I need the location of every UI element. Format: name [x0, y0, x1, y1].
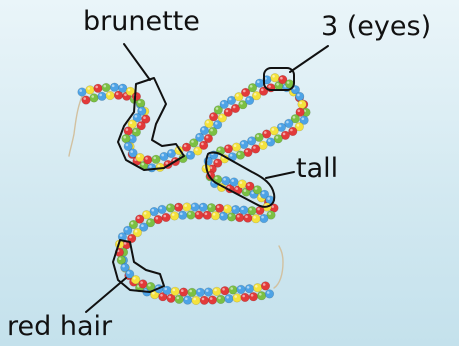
bead	[238, 180, 247, 189]
bead	[260, 214, 269, 223]
bead	[236, 151, 245, 160]
bead	[203, 211, 212, 220]
bead	[178, 211, 187, 220]
bead	[233, 294, 242, 303]
bead	[94, 84, 103, 93]
bead	[86, 86, 95, 95]
bead	[98, 92, 107, 101]
bead	[261, 282, 270, 291]
pointer-brunette	[124, 44, 150, 80]
pointer-red-hair	[86, 278, 126, 312]
label-eyes: 3 (eyes)	[321, 13, 431, 40]
bead	[217, 295, 226, 304]
bead	[199, 203, 208, 212]
bead	[179, 288, 188, 297]
bead	[235, 213, 244, 222]
bead	[232, 143, 241, 152]
bead	[247, 137, 256, 146]
bead	[225, 294, 234, 303]
bead	[191, 203, 200, 212]
bead	[171, 287, 180, 296]
bead	[102, 83, 111, 92]
bead	[183, 203, 192, 212]
bead	[82, 96, 91, 105]
bead	[148, 164, 157, 173]
bead	[188, 288, 197, 297]
bead	[248, 206, 257, 215]
bead	[240, 206, 249, 215]
bead	[237, 285, 246, 294]
bead	[78, 88, 87, 97]
bead	[200, 296, 209, 305]
label-red-hair: red hair	[7, 313, 112, 340]
bead	[295, 92, 304, 101]
bead	[122, 134, 131, 143]
bead	[158, 205, 167, 214]
bead	[222, 176, 231, 185]
bead	[215, 204, 224, 213]
label-tall: tall	[296, 155, 338, 182]
bead	[253, 283, 262, 292]
bead	[207, 203, 216, 212]
bead	[231, 205, 240, 214]
bead	[257, 291, 266, 300]
bead	[252, 214, 261, 223]
bead	[298, 100, 307, 109]
bead	[152, 155, 161, 164]
bead	[139, 280, 148, 289]
bead	[244, 148, 253, 157]
bead	[249, 292, 258, 301]
bead	[106, 91, 115, 100]
bead	[183, 296, 192, 305]
bead-strand	[78, 73, 311, 304]
bead	[90, 94, 99, 103]
bead	[166, 204, 175, 213]
bead	[170, 212, 179, 221]
bead	[241, 293, 250, 302]
pointer-tall	[266, 172, 294, 178]
bead	[124, 127, 133, 136]
pointer-eyes	[290, 46, 328, 72]
bead	[110, 83, 119, 92]
bead	[223, 205, 232, 214]
bead	[230, 178, 239, 187]
bead	[162, 213, 171, 222]
bead	[224, 145, 233, 154]
bead	[192, 296, 201, 305]
bead	[196, 288, 205, 297]
label-brunette: brunette	[83, 8, 200, 35]
bead	[136, 153, 145, 162]
bead	[271, 73, 280, 82]
bead	[187, 211, 196, 220]
bead	[163, 286, 172, 295]
bead	[221, 286, 230, 295]
bead	[245, 284, 254, 293]
bead	[208, 296, 217, 305]
bead	[144, 156, 153, 165]
thread-tail	[274, 246, 283, 288]
bead	[229, 286, 238, 295]
bead	[136, 99, 145, 108]
bead	[204, 288, 213, 297]
bead	[251, 145, 260, 154]
bead	[174, 203, 183, 212]
bead	[195, 211, 204, 220]
bead	[265, 290, 274, 299]
bead	[213, 287, 222, 296]
bead	[211, 211, 220, 220]
bead	[240, 140, 249, 149]
